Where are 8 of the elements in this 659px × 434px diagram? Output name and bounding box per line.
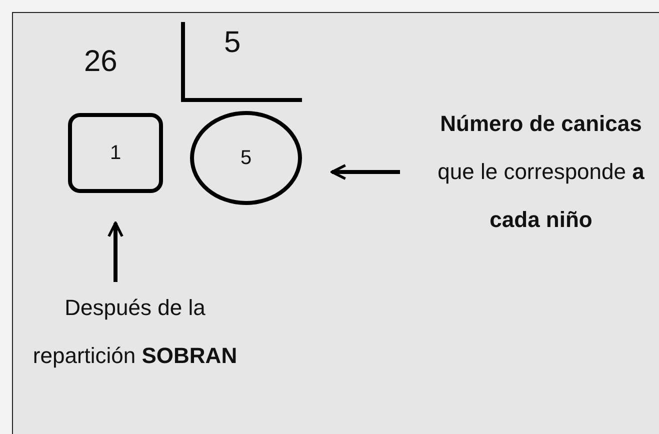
annotation-text: Número de canicas que le corresponde a cada niño [425,100,657,244]
quotient-circle: 5 [190,111,302,205]
number: 5 [224,28,241,58]
arrow [330,164,400,180]
annotation-text: Después de la repartición SOBRAN [30,284,240,380]
arrow [108,222,124,282]
remainder-box: 1 [68,113,163,193]
number: 26 [84,47,118,77]
